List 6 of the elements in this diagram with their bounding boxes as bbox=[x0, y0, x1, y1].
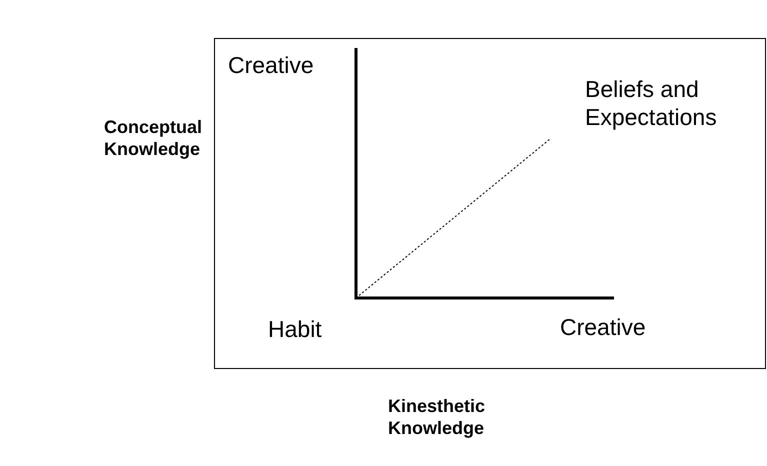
origin-label: Habit bbox=[268, 316, 322, 344]
axis-title: Conceptual Knowledge bbox=[104, 117, 204, 160]
axis-end-label: Creative bbox=[560, 314, 646, 342]
axis-title: Kinesthetic Knowledge bbox=[388, 396, 486, 440]
axis-end-label: Creative bbox=[228, 52, 314, 80]
line-label: Beliefs and Expectations bbox=[585, 76, 718, 132]
